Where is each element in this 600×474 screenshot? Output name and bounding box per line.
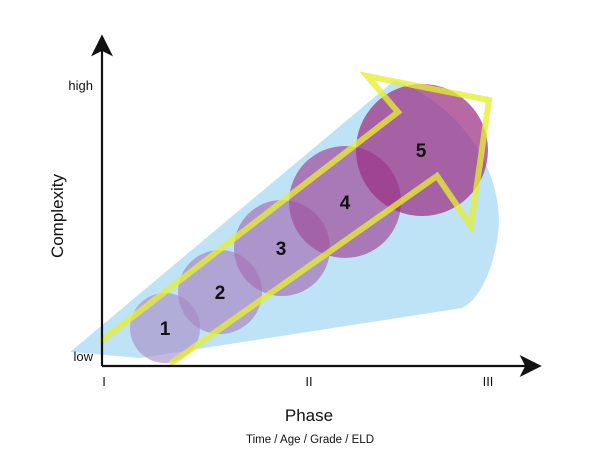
stage-label-5: 5 [416, 141, 427, 162]
stage-label-3: 3 [276, 239, 287, 260]
x-tick-2: II [305, 374, 312, 389]
x-tick-3: III [483, 374, 494, 389]
x-axis-title: Phase [285, 406, 333, 425]
y-low-label: low [73, 349, 93, 364]
x-tick-1: I [102, 374, 106, 389]
progress-arrow [98, 71, 493, 367]
stage-label-1: 1 [160, 319, 171, 340]
x-axis-subtitle: Time / Age / Grade / ELD [246, 434, 374, 446]
stage-label-4: 4 [340, 193, 351, 214]
y-axis-title: Complexity [48, 173, 67, 258]
stage-label-2: 2 [215, 283, 226, 304]
y-high-label: high [68, 78, 93, 93]
